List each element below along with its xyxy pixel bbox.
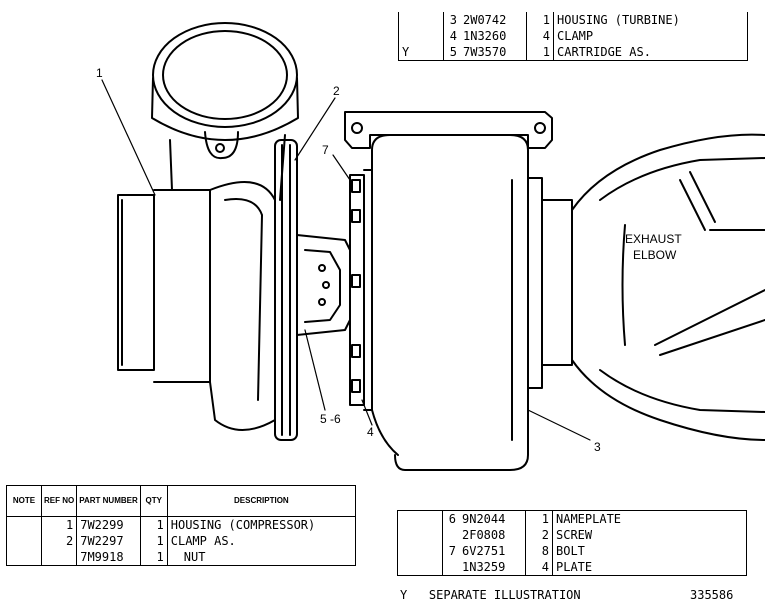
note-cell <box>397 510 443 527</box>
part-number-cell: 7W2299 <box>76 516 141 533</box>
compressor-housing <box>117 181 276 431</box>
part-number-cell: 2F0808 <box>459 527 526 543</box>
turbine-flange-bolts <box>349 169 373 411</box>
callout-1: 1 <box>96 66 103 80</box>
description-cell: NAMEPLATE <box>552 510 747 527</box>
note-cell <box>397 559 443 576</box>
qty-cell: 4 <box>525 559 553 576</box>
header-description: DESCRIPTION <box>166 485 357 517</box>
description-cell: SCREW <box>552 527 747 543</box>
part-number-cell: 9N2044 <box>459 510 526 527</box>
callout-leaders <box>101 79 591 441</box>
exhaust-label-line2: ELBOW <box>633 248 677 262</box>
ref-cell: 6 <box>442 510 459 527</box>
table-row: 7M9918 1 NUT <box>6 549 357 566</box>
note-cell <box>397 543 443 559</box>
callout-3: 3 <box>594 440 601 454</box>
description-cell: CARTRIDGE AS. <box>553 44 748 61</box>
table-row: 6 9N2044 1 NAMEPLATE <box>397 510 747 527</box>
compressor-outlet-pipe <box>151 22 299 201</box>
description-cell: PLATE <box>552 559 747 576</box>
exhaust-elbow <box>571 133 765 441</box>
ref-cell: 7 <box>442 543 459 559</box>
part-number-cell: 2W0742 <box>460 12 527 28</box>
table-row: Y 5 7W3570 1 CARTRIDGE AS. <box>398 44 748 61</box>
description-cell: HOUSING (COMPRESSOR) <box>166 516 357 533</box>
table-row: 4 1N3260 4 CLAMP <box>398 28 748 44</box>
qty-cell: 1 <box>139 549 168 566</box>
callout-5-6: 5 -6 <box>320 412 341 426</box>
qty-cell: 1 <box>525 510 553 527</box>
note-cell <box>398 28 444 44</box>
table-row: 1 7W2299 1 HOUSING (COMPRESSOR) <box>6 516 357 533</box>
note-cell <box>6 516 42 533</box>
note-cell: Y <box>398 44 444 61</box>
callout-2: 2 <box>333 84 340 98</box>
qty-cell: 8 <box>525 543 553 559</box>
header-ref-no: REF NO <box>40 485 78 517</box>
table-row: 2F0808 2 SCREW <box>397 527 747 543</box>
part-number-cell: 1N3259 <box>459 559 526 576</box>
turbine-outlet-flange <box>527 177 573 389</box>
qty-cell: 2 <box>525 527 553 543</box>
ref-cell: 4 <box>443 28 460 44</box>
table-row: 3 2W0742 1 HOUSING (TURBINE) <box>398 12 748 28</box>
header-note: NOTE <box>6 485 42 517</box>
note-cell <box>6 549 42 566</box>
note-cell <box>397 527 443 543</box>
ref-cell <box>40 549 78 566</box>
parts-table-bottom-left: NOTE REF NO PART NUMBER QTY DESCRIPTION … <box>6 485 357 566</box>
footer-note: Y SEPARATE ILLUSTRATION <box>400 588 581 602</box>
ref-cell: 3 <box>443 12 460 28</box>
table-row: 7 6V2751 8 BOLT <box>397 543 747 559</box>
part-number-cell: 7W3570 <box>460 44 527 61</box>
parts-table-top: 3 2W0742 1 HOUSING (TURBINE) 4 1N3260 4 … <box>398 12 748 61</box>
part-number-cell: 7M9918 <box>76 549 141 566</box>
parts-table-bottom-right: 6 9N2044 1 NAMEPLATE 2F0808 2 SCREW 7 6V… <box>397 510 747 576</box>
center-cartridge <box>296 234 351 336</box>
description-cell: CLAMP AS. <box>166 533 357 549</box>
illustration-number: 335586 <box>690 588 734 602</box>
ref-cell: 2 <box>40 533 78 549</box>
ref-cell: 1 <box>40 516 78 533</box>
part-number-cell: 6V2751 <box>459 543 526 559</box>
exhaust-label-line1: EXHAUST <box>625 232 682 246</box>
ref-cell <box>442 527 459 543</box>
description-cell: BOLT <box>552 543 747 559</box>
part-number-cell: 1N3260 <box>460 28 527 44</box>
qty-cell: 1 <box>139 533 168 549</box>
table-header-row: NOTE REF NO PART NUMBER QTY DESCRIPTION <box>6 485 357 517</box>
part-number-cell: 7W2297 <box>76 533 141 549</box>
qty-cell: 1 <box>526 12 554 28</box>
table-row: 1N3259 4 PLATE <box>397 559 747 576</box>
turbine-housing <box>344 111 553 471</box>
description-cell: NUT <box>166 549 357 566</box>
table-row: 2 7W2297 1 CLAMP AS. <box>6 533 357 549</box>
description-cell: HOUSING (TURBINE) <box>553 12 748 28</box>
note-cell <box>398 12 444 28</box>
description-cell: CLAMP <box>553 28 748 44</box>
qty-cell: 4 <box>526 28 554 44</box>
qty-cell: 1 <box>139 516 168 533</box>
qty-cell: 1 <box>526 44 554 61</box>
note-cell <box>6 533 42 549</box>
callout-7: 7 <box>322 143 329 157</box>
callout-4: 4 <box>367 425 374 439</box>
ref-cell <box>442 559 459 576</box>
ref-cell: 5 <box>443 44 460 61</box>
clamp-band <box>274 139 298 441</box>
header-part-number: PART NUMBER <box>76 485 141 517</box>
header-qty: QTY <box>139 485 168 517</box>
